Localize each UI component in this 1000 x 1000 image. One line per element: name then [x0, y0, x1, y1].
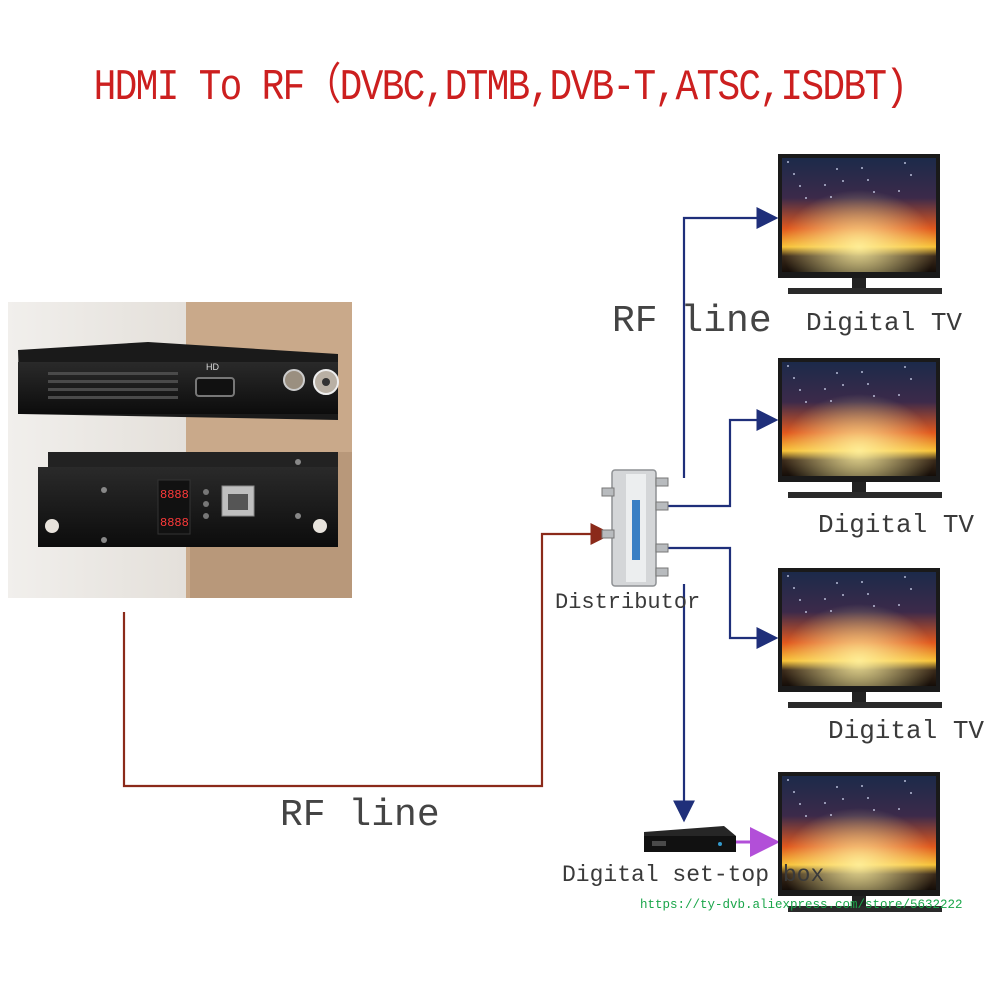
tv-3-label: Digital TV	[828, 716, 985, 746]
distributor-label: Distributor	[555, 590, 701, 615]
led-display-top: 8888	[160, 488, 189, 502]
arrow-to-tv-1	[682, 207, 779, 478]
encoder-device-photo: HD 8888 8888	[8, 302, 352, 598]
tv-2-screen	[778, 358, 942, 498]
tv-2-label: Digital TV	[818, 510, 975, 540]
diagram-title: HDMI To RF（DVBC,DTMB,DVB-T,ATSC,ISDBT)	[93, 63, 908, 113]
rf-line-label-bottom: RF line	[280, 794, 440, 837]
led-display-bottom: 8888	[160, 516, 189, 530]
distributor-splitter	[601, 469, 669, 587]
hdmi-port-label: HD	[206, 362, 219, 372]
set-top-box-device	[644, 826, 736, 852]
tv-3-screen	[778, 568, 942, 708]
tv-1-screen	[778, 154, 942, 294]
arrow-to-tv-2	[660, 409, 779, 508]
tv-1-label: Digital TV	[806, 308, 963, 338]
tv-4-screen	[778, 772, 942, 912]
set-top-box-label: Digital set-top box	[562, 862, 825, 888]
arrow-to-tv-3	[660, 546, 779, 649]
store-url-watermark: https://ty-dvb.aliexpress.com/store/5632…	[640, 898, 963, 912]
rf-line-label-top: RF line	[612, 300, 772, 343]
rf-cable-line	[122, 523, 613, 788]
